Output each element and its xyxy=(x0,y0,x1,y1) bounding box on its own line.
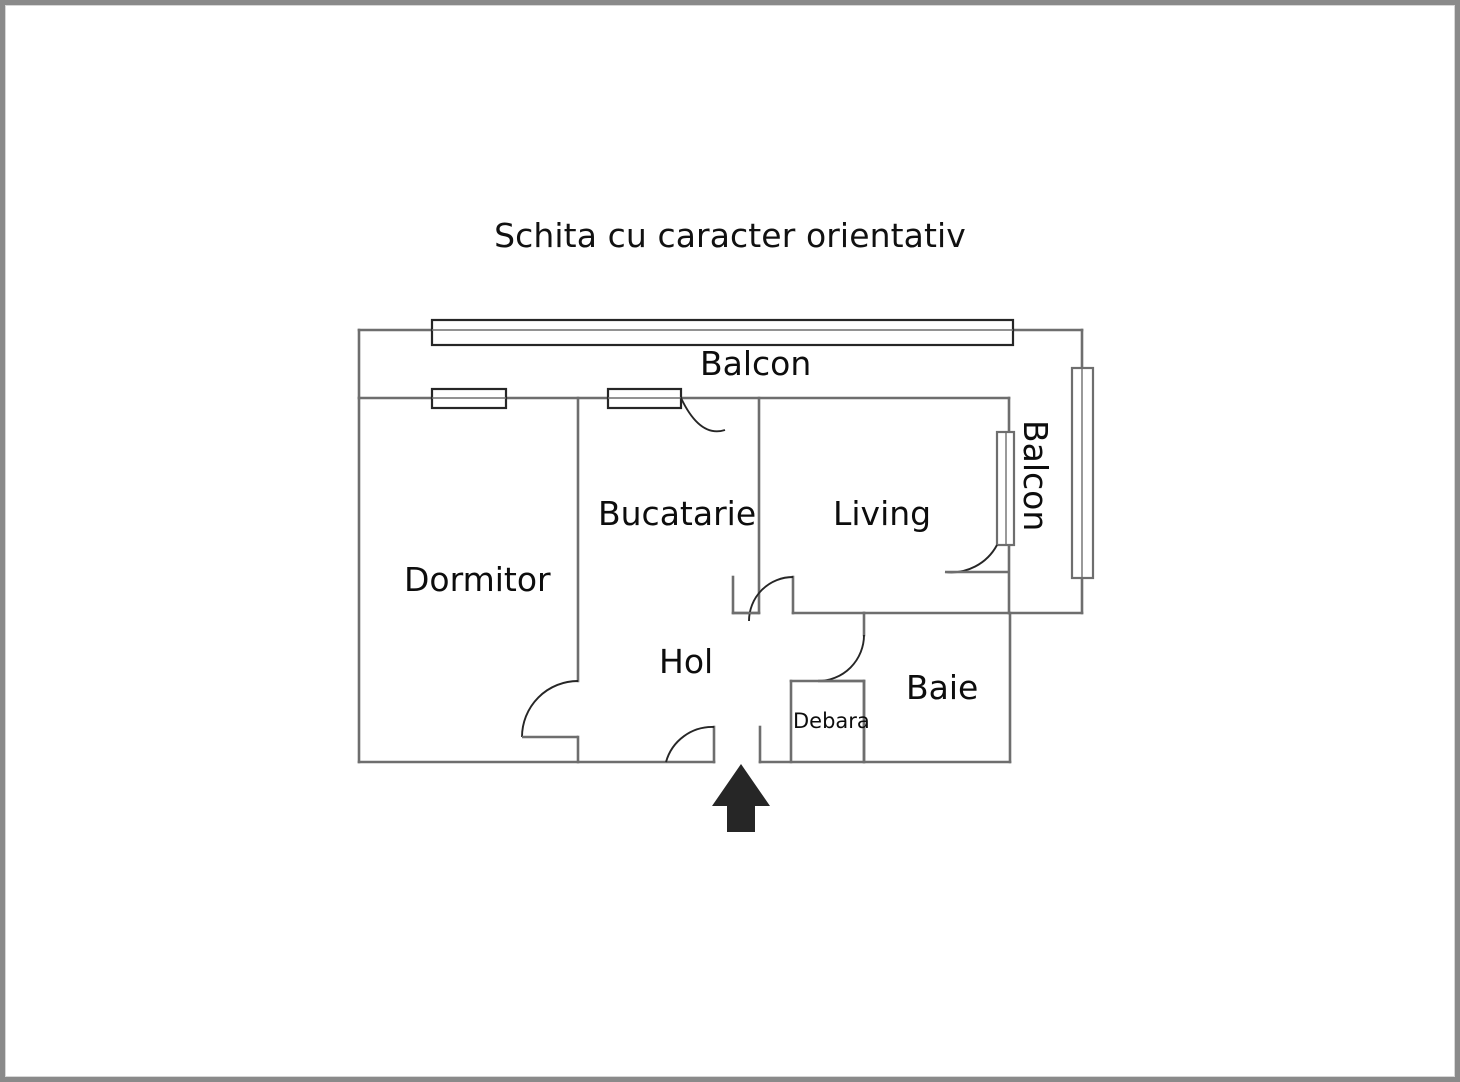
room-label-hol: Hol xyxy=(659,642,714,681)
window-group xyxy=(430,318,1015,410)
room-label-balcon-top: Balcon xyxy=(700,344,812,383)
window-balcony-top-rail xyxy=(430,318,1015,347)
room-label-living: Living xyxy=(833,494,932,533)
door-arc-living-balcony xyxy=(944,544,998,574)
door-arc-bucatarie-balcony xyxy=(680,397,726,433)
room-label-dormitor: Dormitor xyxy=(404,560,551,599)
window-group-inner-lines xyxy=(432,329,1013,399)
window-group-vertical-mullions xyxy=(1005,368,1083,578)
page-title: Schita cu caracter orientativ xyxy=(494,216,966,255)
room-label-bucatarie: Bucatarie xyxy=(598,494,757,533)
door-arc-living-hol xyxy=(748,576,794,622)
room-label-debara: Debara xyxy=(793,709,870,733)
door-leaf-group xyxy=(522,570,1009,739)
door-arc-baie xyxy=(817,634,865,682)
entrance-direction-arrow xyxy=(712,764,770,832)
room-label-baie: Baie xyxy=(906,668,979,707)
wall-group-interior xyxy=(576,396,1011,764)
room-label-balcon-right: Balcon xyxy=(1016,420,1055,532)
door-arc-dormitor xyxy=(521,680,579,738)
door-arc-entrance xyxy=(665,726,715,763)
